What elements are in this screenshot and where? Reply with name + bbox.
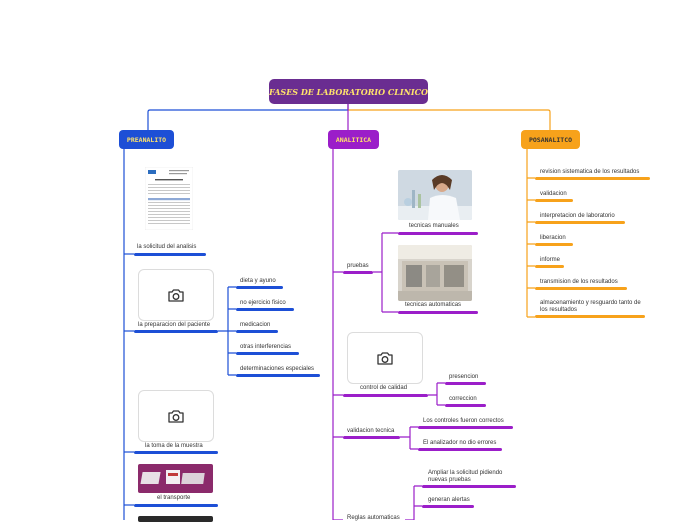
manual-techniques-image bbox=[398, 170, 472, 220]
underline bbox=[134, 330, 218, 333]
underline bbox=[236, 374, 320, 377]
image-placeholder bbox=[347, 332, 423, 384]
node-controles-correctos[interactable]: Los controles fueron correctos bbox=[423, 418, 504, 424]
camera-icon bbox=[377, 351, 393, 365]
node-preparacion[interactable]: la preparacion del paciente bbox=[138, 322, 211, 328]
camera-icon bbox=[168, 409, 184, 423]
underline bbox=[535, 199, 573, 202]
underline bbox=[535, 287, 627, 290]
underline bbox=[134, 253, 206, 256]
node-dieta[interactable]: dieta y ayuno bbox=[240, 278, 276, 284]
node-revision[interactable]: revision sistematica de los resultados bbox=[540, 169, 640, 175]
image-placeholder bbox=[138, 390, 214, 442]
underline bbox=[445, 382, 486, 385]
node-pruebas[interactable]: pruebas bbox=[347, 263, 369, 269]
underline bbox=[236, 286, 283, 289]
underline bbox=[236, 308, 294, 311]
request-form-image bbox=[145, 167, 193, 230]
node-transporte[interactable]: el transporte bbox=[157, 495, 191, 501]
underline bbox=[398, 311, 478, 314]
node-interferencias[interactable]: otras interferencias bbox=[240, 344, 292, 350]
underline bbox=[236, 330, 278, 333]
underline bbox=[535, 265, 564, 268]
underline bbox=[398, 232, 478, 235]
underline bbox=[236, 352, 299, 355]
node-generan-alertas[interactable]: generan alertas bbox=[428, 497, 470, 503]
transport-image bbox=[138, 464, 213, 493]
node-almacenamiento[interactable]: almacenamiento y resguardo tanto de los … bbox=[540, 300, 641, 313]
node-medicacion[interactable]: medicacion bbox=[240, 322, 271, 328]
underline bbox=[418, 448, 502, 451]
node-analizador-errores[interactable]: El analizador no dio errores bbox=[423, 440, 497, 446]
underline bbox=[343, 436, 400, 439]
underline bbox=[535, 315, 645, 318]
phase-posanalitico[interactable]: POSANALITCO bbox=[521, 130, 580, 149]
node-liberacion[interactable]: liberacion bbox=[540, 235, 566, 241]
node-reglas-automaticas[interactable]: Reglas automaticas bbox=[347, 515, 400, 521]
next-image bbox=[138, 516, 213, 522]
underline bbox=[418, 426, 513, 429]
node-determinaciones[interactable]: determinaciones especiales bbox=[240, 366, 315, 372]
underline bbox=[422, 485, 516, 488]
underline bbox=[134, 504, 218, 507]
node-solicitud[interactable]: la solicitud del analisis bbox=[137, 244, 197, 250]
node-informe[interactable]: informe bbox=[540, 257, 561, 263]
underline bbox=[422, 505, 474, 508]
node-control-calidad[interactable]: control de calidad bbox=[360, 385, 408, 391]
underline bbox=[445, 404, 486, 407]
node-ejercicio[interactable]: no ejercicio fisico bbox=[240, 300, 286, 306]
underline bbox=[535, 177, 650, 180]
underline bbox=[343, 394, 428, 397]
node-validacion-tecnica[interactable]: validacion tecnica bbox=[347, 428, 395, 434]
node-validacion[interactable]: validacion bbox=[540, 191, 567, 197]
node-ampliar-solicitud[interactable]: Ampliar la solicitud pidiendo nuevas pru… bbox=[428, 470, 503, 483]
node-tecnicas-manuales[interactable]: tecnicas manuales bbox=[409, 223, 459, 229]
automatic-techniques-image bbox=[398, 245, 472, 301]
node-presencion[interactable]: presencion bbox=[449, 374, 479, 380]
node-interpretacion[interactable]: interpretacion de laboratorio bbox=[540, 213, 615, 219]
node-toma-muestra[interactable]: la toma de la muestra bbox=[145, 443, 203, 449]
underline bbox=[535, 221, 625, 224]
underline bbox=[343, 271, 373, 274]
underline bbox=[535, 243, 573, 246]
node-transmision[interactable]: transmision de los resultados bbox=[540, 279, 618, 285]
underline bbox=[134, 451, 218, 454]
image-placeholder bbox=[138, 269, 214, 321]
phase-analitica[interactable]: ANALITICA bbox=[328, 130, 379, 149]
phase-preanalitico[interactable]: PREANALITO bbox=[119, 130, 174, 149]
node-correccion[interactable]: correccion bbox=[449, 396, 477, 402]
camera-icon bbox=[168, 288, 184, 302]
node-tecnicas-automaticas[interactable]: tecnicas automaticas bbox=[405, 302, 462, 308]
main-title[interactable]: FASES DE LABORATORIO CLINICO bbox=[269, 79, 428, 104]
